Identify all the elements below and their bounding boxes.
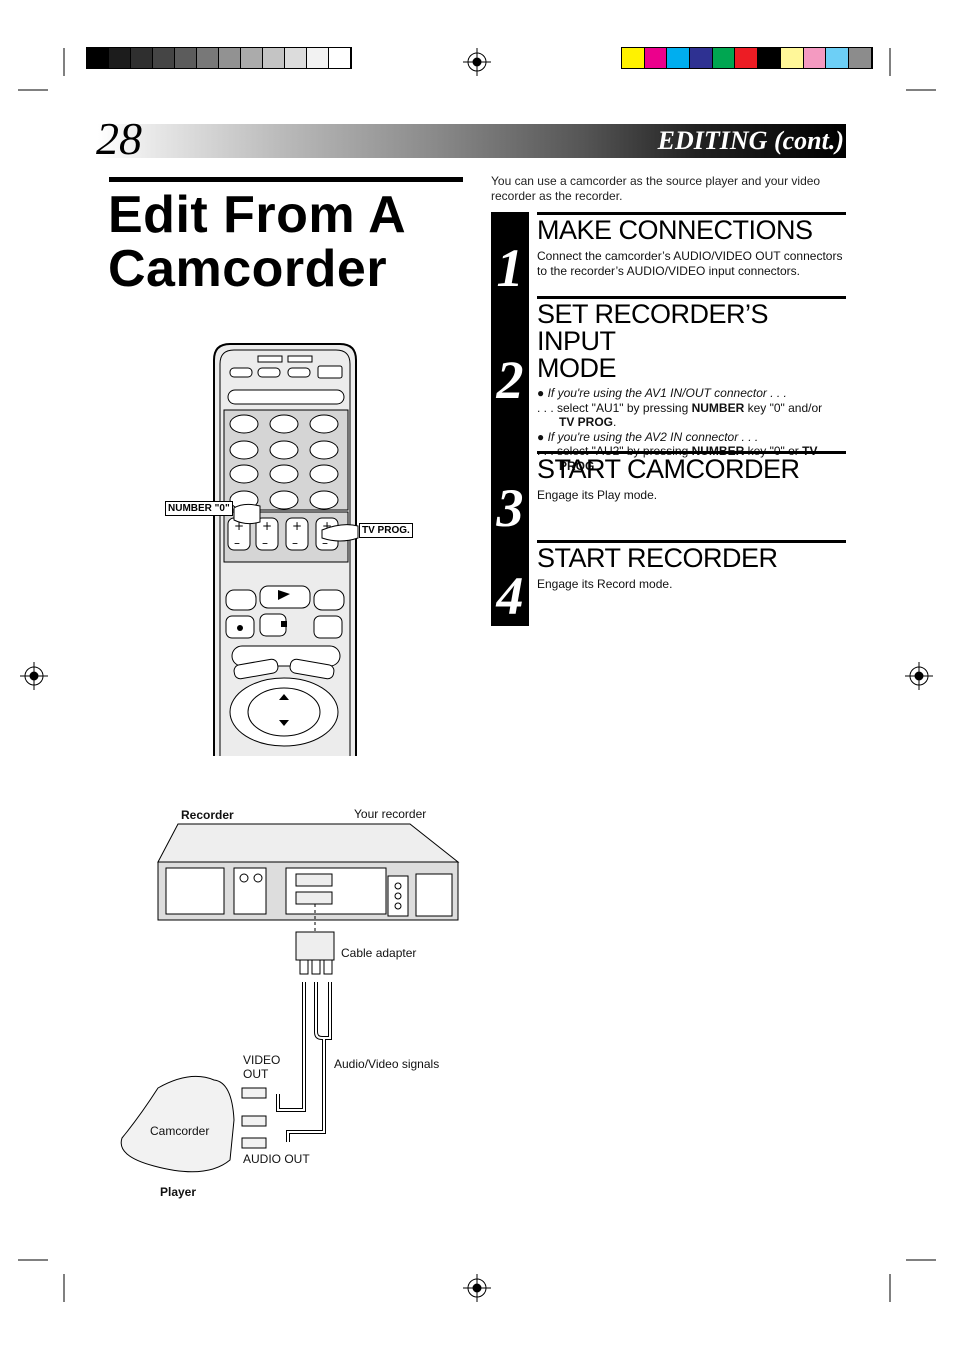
- page-title-line1: Edit From A: [108, 186, 407, 244]
- your-recorder-label: Your recorder: [354, 807, 427, 821]
- svg-text:+: +: [292, 519, 302, 533]
- step-2: SET RECORDER’S INPUT MODE ● If you're us…: [537, 296, 846, 473]
- step-3: START CAMCORDER Engage its Play mode.: [537, 451, 846, 503]
- gray-patch: [131, 48, 153, 68]
- cable-adapter-illustration: [295, 931, 335, 975]
- title-rule: [109, 177, 463, 182]
- gray-patch: [197, 48, 219, 68]
- page-title-line2: Camcorder: [108, 240, 388, 298]
- gray-patch: [219, 48, 241, 68]
- registration-mark-left: [20, 662, 48, 690]
- gray-patch: [307, 48, 329, 68]
- audio-out-label: AUDIO OUT: [243, 1152, 310, 1166]
- step-2-heading-line1: SET RECORDER’S INPUT: [537, 299, 769, 356]
- step-4-heading: START RECORDER: [537, 543, 778, 573]
- step-1-body: Connect the camcorder’s AUDIO/VIDEO OUT …: [537, 249, 843, 278]
- cable-adapter-label: Cable adapter: [341, 946, 417, 960]
- color-patch: [758, 48, 781, 68]
- gray-patch: [329, 48, 351, 68]
- registration-mark-bottom: [463, 1274, 491, 1302]
- player-label: Player: [160, 1185, 197, 1199]
- step-number-2: 2: [496, 350, 524, 410]
- step-number-4: 4: [496, 566, 524, 626]
- av-signals-label: Audio/Video signals: [334, 1057, 440, 1071]
- svg-text:+: +: [234, 519, 244, 533]
- step-3-body: Engage its Play mode.: [537, 488, 658, 502]
- color-patch: [712, 48, 736, 68]
- tv-prog-callout: TV PROG.: [359, 523, 413, 538]
- step-1-heading: MAKE CONNECTIONS: [537, 215, 813, 245]
- color-patch: [803, 48, 827, 68]
- step-2-line-1b: TV PROG.: [559, 415, 617, 429]
- color-patch: [848, 48, 872, 68]
- registration-mark-right: [905, 662, 933, 690]
- gray-patch: [263, 48, 285, 68]
- step-2-line-2b: PROG.: [559, 458, 598, 473]
- connection-diagram: [120, 823, 460, 1173]
- gray-patch: [87, 48, 109, 68]
- step-3-heading: START CAMCORDER: [537, 454, 800, 484]
- color-patch: [667, 48, 691, 68]
- svg-text:–: –: [234, 536, 240, 550]
- svg-text:+: +: [262, 519, 272, 533]
- gray-patch: [175, 48, 197, 68]
- gray-patch: [285, 48, 307, 68]
- section-title: EDITING (cont.): [657, 126, 844, 155]
- color-patch: [780, 48, 804, 68]
- color-calibration-bar: [621, 47, 873, 69]
- step-number-strip: [491, 212, 529, 626]
- remote-control-illustration: + – + – + – + –: [213, 343, 359, 756]
- color-patch: [644, 48, 668, 68]
- recorder-label: Recorder: [181, 808, 234, 822]
- camcorder-label: Camcorder: [150, 1124, 210, 1138]
- color-patch: [735, 48, 759, 68]
- svg-text:–: –: [322, 536, 328, 550]
- page-title: Edit From A Camcorder: [108, 188, 468, 296]
- gray-scale-bar: [86, 47, 352, 69]
- svg-text:–: –: [292, 536, 298, 550]
- header-band: [98, 124, 846, 158]
- svg-text:–: –: [262, 536, 268, 550]
- recorder-illustration: [157, 823, 460, 921]
- camcorder-illustration: [120, 1075, 267, 1173]
- step-4-body: Engage its Record mode.: [537, 577, 673, 591]
- gray-patch: [241, 48, 263, 68]
- color-patch: [690, 48, 713, 68]
- step-2-bullet-1: ● If you're using the AV1 IN/OUT connect…: [537, 386, 787, 400]
- step-2-bullet-2: ● If you're using the AV2 IN connector .…: [537, 429, 759, 444]
- registration-mark-top: [463, 48, 491, 76]
- number-0-callout: NUMBER "0": [165, 501, 233, 516]
- step-number-1: 1: [496, 238, 524, 298]
- step-number-3: 3: [496, 478, 524, 538]
- intro-text: You can use a camcorder as the source pl…: [491, 174, 821, 203]
- svg-text:+: +: [322, 519, 332, 533]
- color-patch: [826, 48, 849, 68]
- gray-patch: [109, 48, 131, 68]
- step-2-heading: SET RECORDER’S INPUT MODE: [537, 299, 846, 382]
- step-2-heading-line2: MODE: [537, 353, 617, 383]
- step-1: MAKE CONNECTIONS Connect the camcorder’s…: [537, 212, 846, 278]
- step-2-line-1a: . . . select "AU1" by pressing NUMBER ke…: [537, 400, 823, 415]
- page-number: 28: [96, 113, 142, 164]
- gray-patch: [153, 48, 175, 68]
- color-patch: [622, 48, 645, 68]
- step-4: START RECORDER Engage its Record mode.: [537, 540, 846, 592]
